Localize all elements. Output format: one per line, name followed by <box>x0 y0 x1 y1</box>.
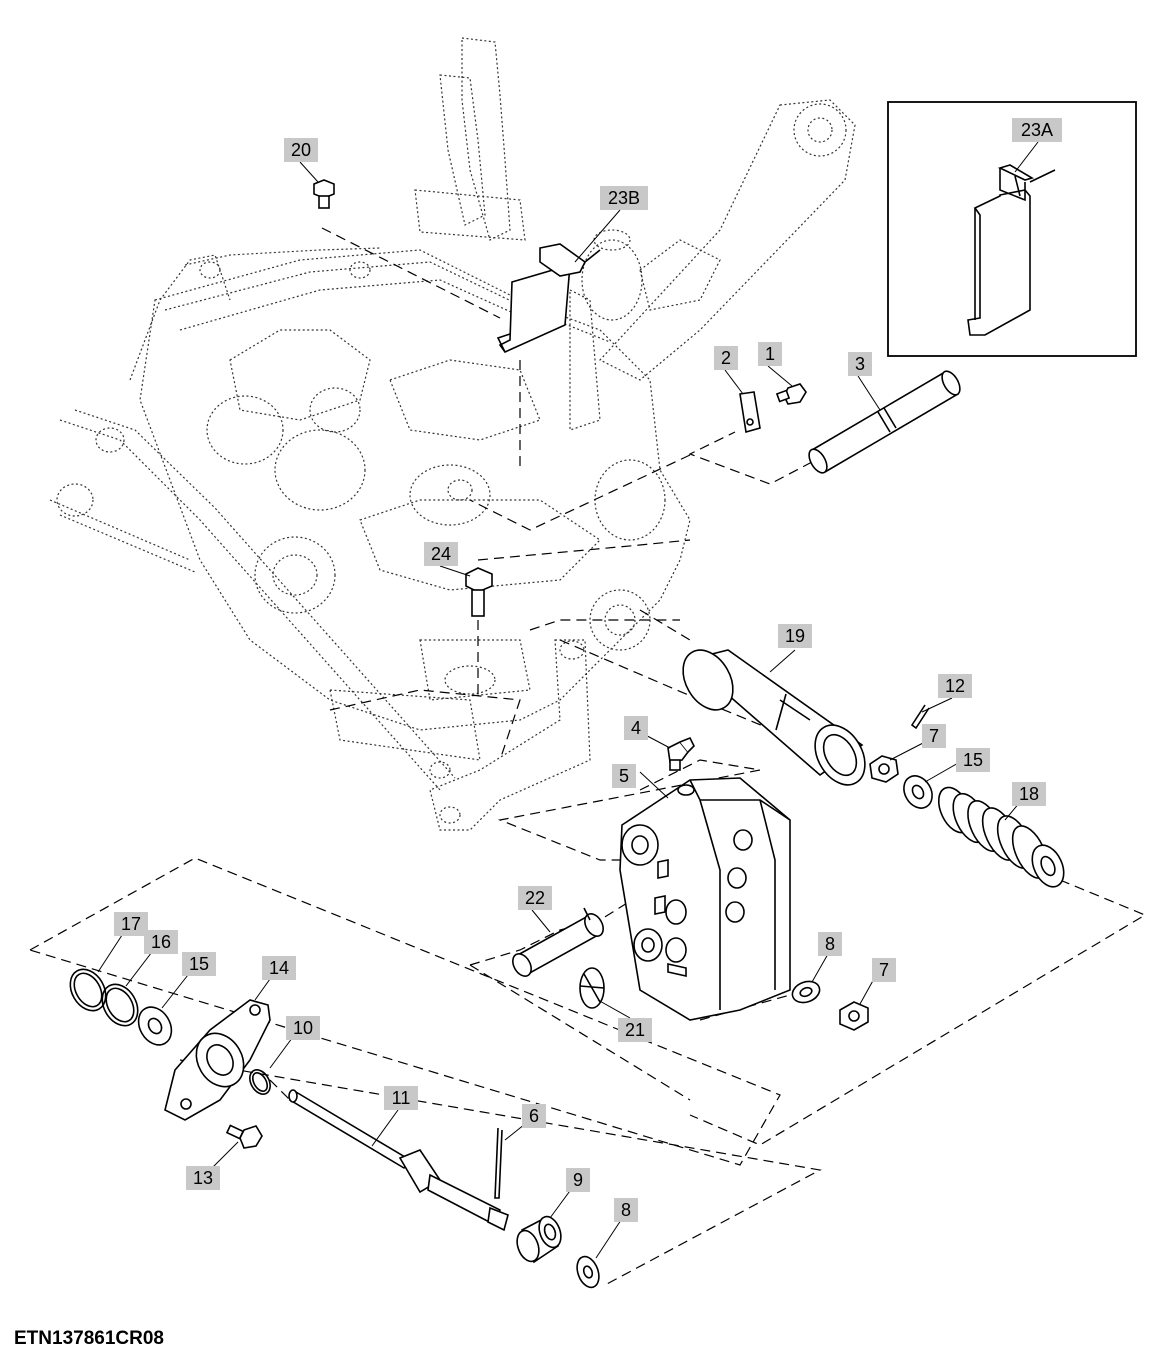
part-24-bolt <box>465 567 493 617</box>
svg-text:21: 21 <box>625 1020 645 1040</box>
callout-4: 4 <box>624 716 648 740</box>
svg-text:6: 6 <box>529 1106 539 1126</box>
svg-text:15: 15 <box>189 954 209 974</box>
callout-7-upper: 7 <box>922 724 946 748</box>
svg-text:14: 14 <box>269 958 289 978</box>
part-1-bolt <box>775 383 807 405</box>
part-5-bracket <box>619 777 791 1021</box>
part-7-nut-upper <box>869 755 899 783</box>
part-2-plate <box>739 391 761 434</box>
part-6-cotter-pin <box>494 1127 503 1199</box>
svg-text:8: 8 <box>825 934 835 954</box>
rockshaft-housing-outline <box>49 37 856 831</box>
svg-text:15: 15 <box>963 750 983 770</box>
part-15-washer-lower <box>137 1006 173 1046</box>
part-3-pin <box>808 370 961 474</box>
callout-13: 13 <box>186 1166 220 1190</box>
callout-5: 5 <box>612 764 636 788</box>
callout-22: 22 <box>518 886 552 910</box>
svg-text:20: 20 <box>291 140 311 160</box>
callout-18: 18 <box>1012 782 1046 806</box>
svg-text:13: 13 <box>193 1168 213 1188</box>
callout-10: 10 <box>286 1016 320 1040</box>
svg-text:3: 3 <box>855 354 865 374</box>
callout-11: 11 <box>384 1086 418 1110</box>
svg-text:11: 11 <box>392 1088 411 1108</box>
svg-text:2: 2 <box>721 348 731 368</box>
callout-15-upper: 15 <box>956 748 990 772</box>
callout-15-lower: 15 <box>182 952 216 976</box>
callout-16: 16 <box>144 930 178 954</box>
svg-text:7: 7 <box>879 960 889 980</box>
callout-24: 24 <box>424 542 458 566</box>
callout-20: 20 <box>284 138 318 162</box>
callout-14: 14 <box>262 956 296 980</box>
svg-text:23B: 23B <box>608 188 640 208</box>
part-13-bolt <box>225 1124 263 1149</box>
svg-text:5: 5 <box>619 766 629 786</box>
part-10-o-ring <box>249 1069 271 1095</box>
part-20-bolt <box>313 179 335 209</box>
svg-text:12: 12 <box>945 676 965 696</box>
svg-text:8: 8 <box>621 1200 631 1220</box>
svg-text:17: 17 <box>121 914 141 934</box>
part-21-clip <box>579 967 605 1009</box>
part-4-grease-fitting <box>667 736 695 771</box>
part-14-flange <box>164 999 271 1121</box>
part-15-washer-upper <box>903 775 933 809</box>
part-11-shaft <box>288 1089 509 1232</box>
part-8-washer-lower <box>576 1255 600 1289</box>
part-17-o-ring <box>69 968 107 1012</box>
callout-3: 3 <box>848 352 872 376</box>
svg-text:18: 18 <box>1019 784 1039 804</box>
callout-17: 17 <box>114 912 148 936</box>
assembly-lines <box>29 227 1147 1286</box>
callout-12: 12 <box>938 674 972 698</box>
svg-text:9: 9 <box>573 1170 583 1190</box>
part-16-o-ring <box>101 983 139 1027</box>
callout-6: 6 <box>522 1104 546 1128</box>
callout-1: 1 <box>758 342 782 366</box>
callout-19: 19 <box>778 624 812 648</box>
part-19-sleeve <box>682 649 866 786</box>
figure-code: ETN137861CR08 <box>14 1328 164 1349</box>
svg-text:16: 16 <box>151 932 171 952</box>
callout-23a: 23A <box>1012 118 1062 142</box>
svg-text:22: 22 <box>525 888 545 908</box>
part-23b-clip <box>496 243 601 353</box>
callout-8-upper: 8 <box>818 932 842 956</box>
callout-9: 9 <box>566 1168 590 1192</box>
callout-8-lower: 8 <box>614 1198 638 1222</box>
part-7-nut-lower <box>839 1001 869 1031</box>
callout-23b: 23B <box>600 186 648 210</box>
svg-text:19: 19 <box>785 626 805 646</box>
callout-7-lower: 7 <box>872 958 896 982</box>
callout-2: 2 <box>714 346 738 370</box>
part-8-washer-upper <box>791 980 821 1004</box>
svg-text:4: 4 <box>631 718 641 738</box>
svg-text:23A: 23A <box>1021 120 1053 140</box>
svg-text:1: 1 <box>765 344 775 364</box>
svg-text:24: 24 <box>431 544 451 564</box>
callout-21: 21 <box>618 1018 652 1042</box>
part-9-bushing <box>516 1215 562 1264</box>
inset-box-23a <box>887 101 1137 357</box>
svg-text:10: 10 <box>293 1018 313 1038</box>
part-12-cotter-pin <box>910 704 930 730</box>
svg-text:7: 7 <box>929 726 939 746</box>
part-18-spring <box>937 786 1065 888</box>
part-22-pin <box>512 907 604 977</box>
